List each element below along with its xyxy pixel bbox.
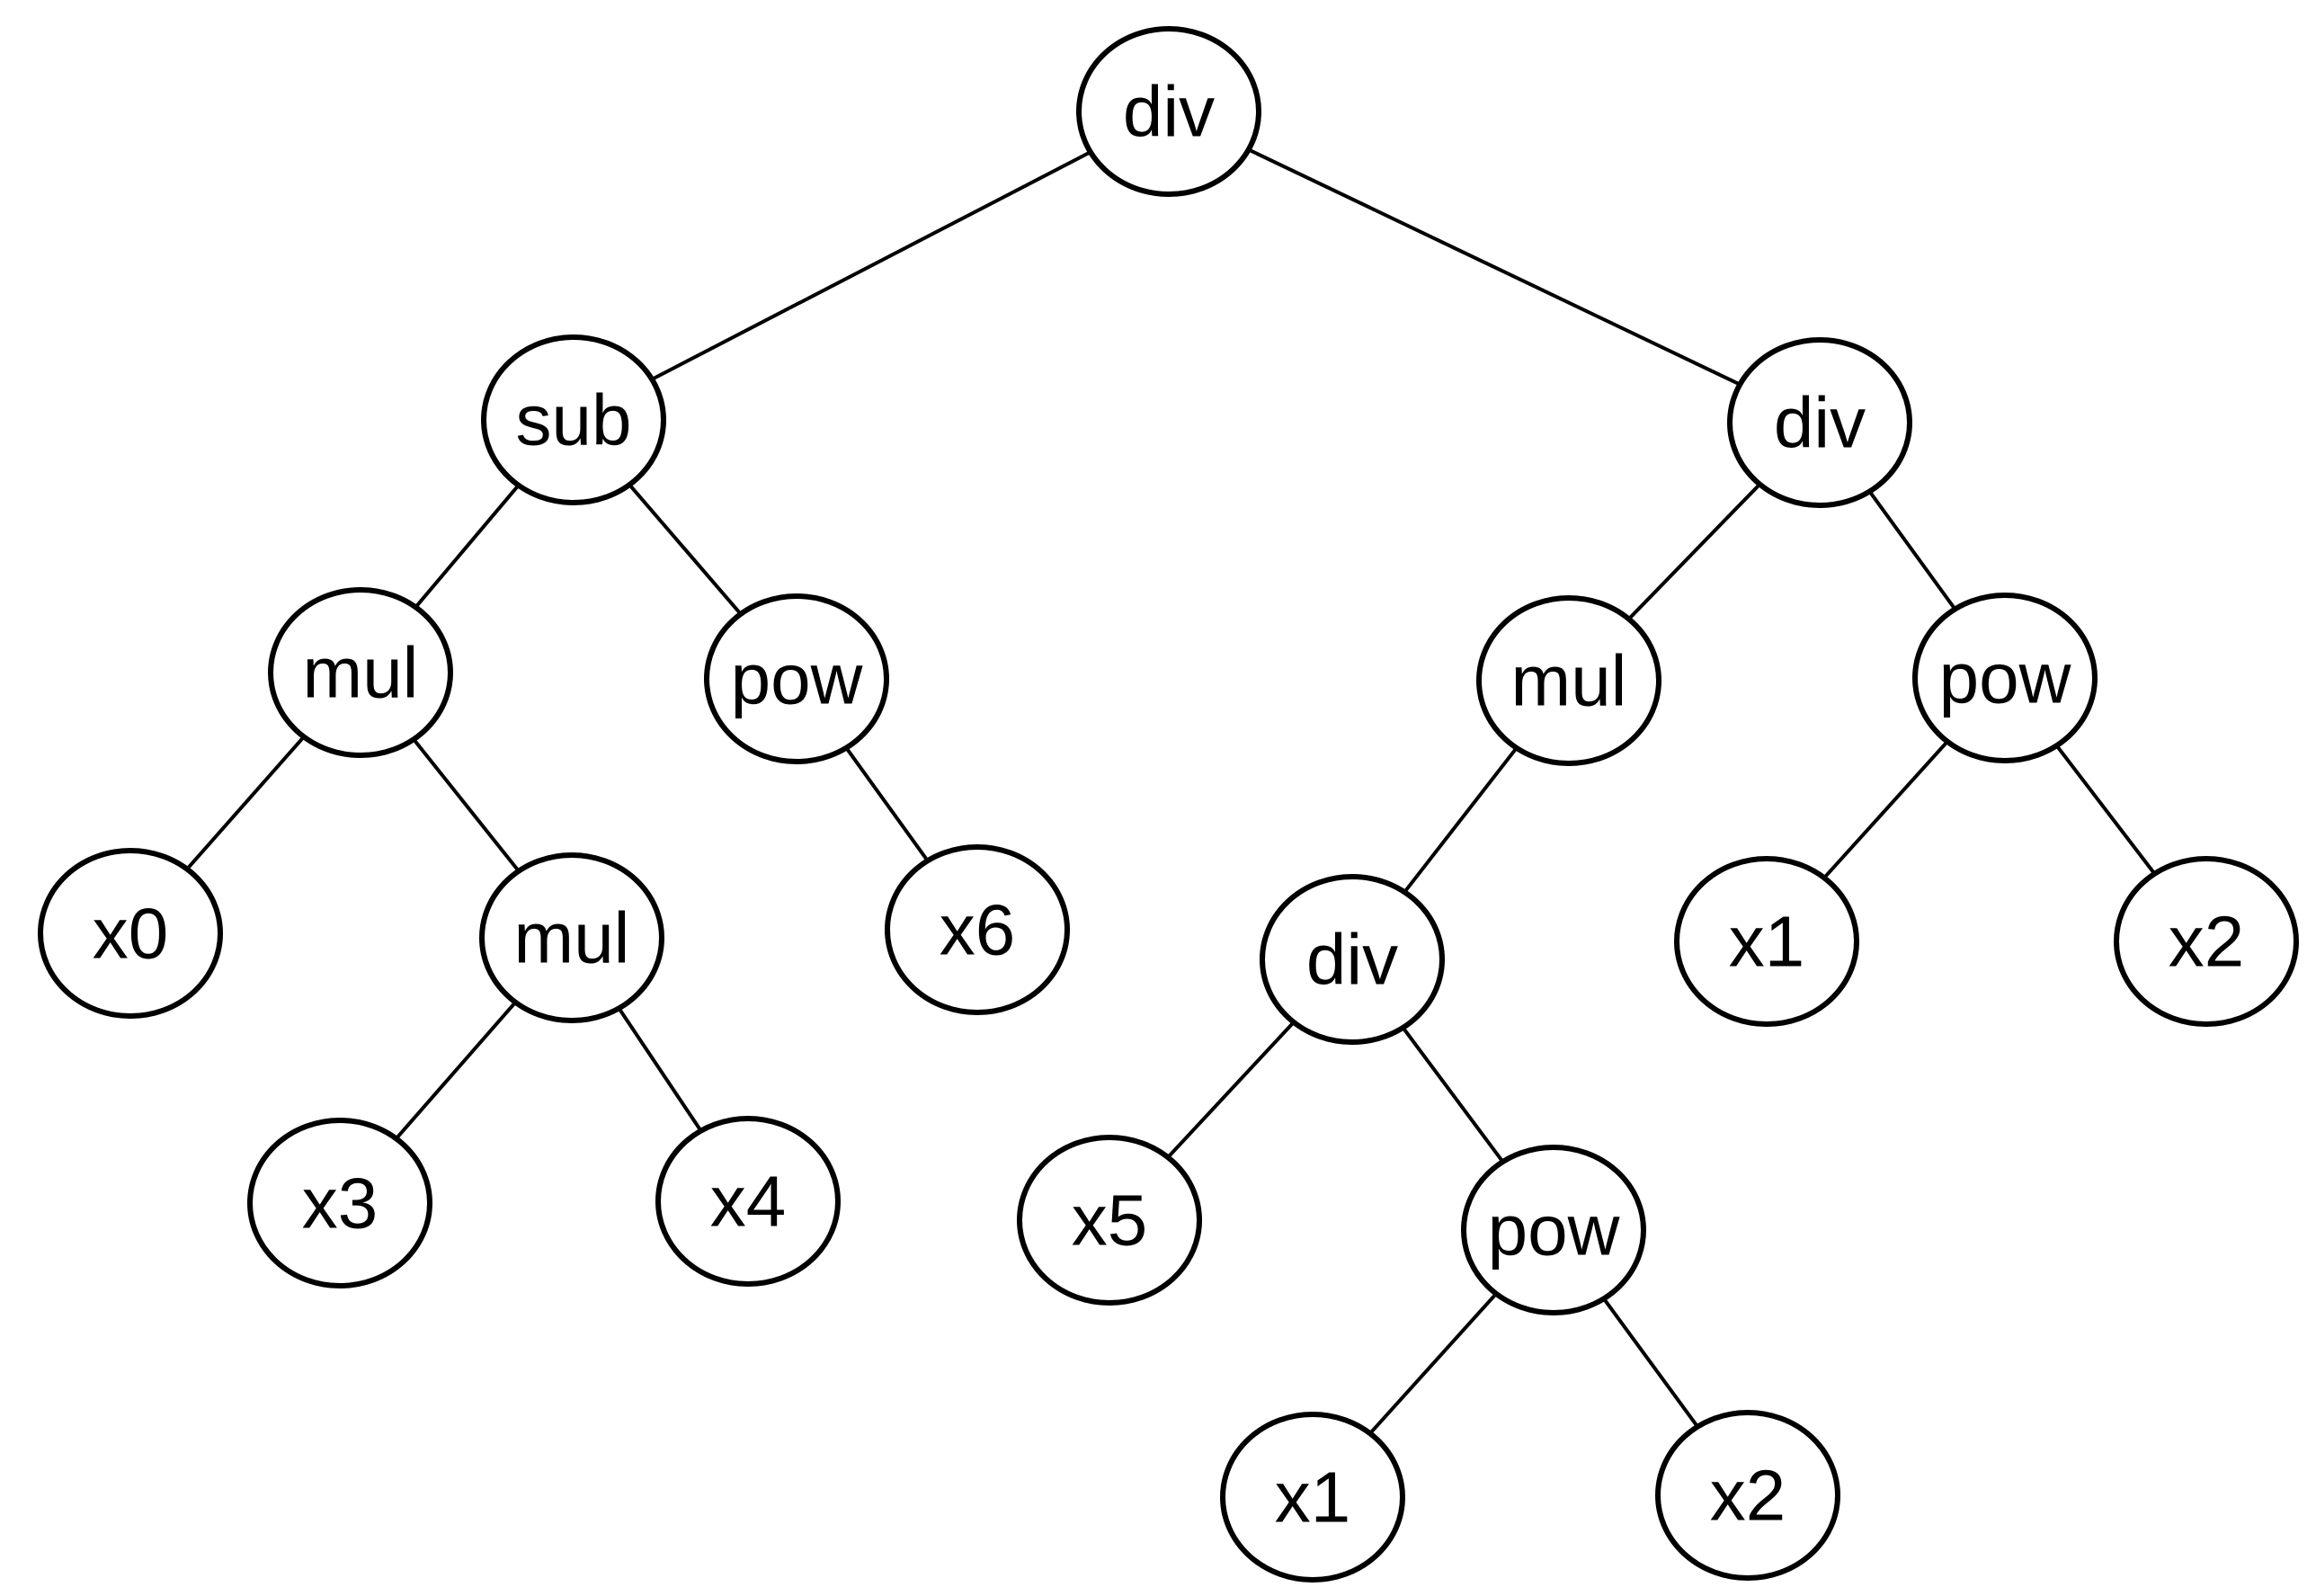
tree-edge	[1401, 1026, 1505, 1164]
node-ellipse	[1674, 856, 1859, 1027]
node-label: x1	[1729, 902, 1805, 982]
tree-node: pow	[704, 593, 889, 764]
node-label: x6	[940, 890, 1016, 970]
node-label: x5	[1072, 1181, 1148, 1261]
tree-node: x2	[2114, 856, 2299, 1027]
tree-edge	[617, 1007, 703, 1132]
tree-edge	[1403, 746, 1519, 894]
tree-node: sub	[481, 334, 666, 505]
node-ellipse	[655, 1116, 841, 1287]
tree-edge	[2054, 745, 2157, 875]
node-label: div	[1774, 383, 1866, 463]
node-ellipse	[1655, 1410, 1840, 1581]
tree-edge	[1627, 483, 1761, 620]
tree-node: x6	[885, 844, 1070, 1015]
node-label: mul	[303, 633, 419, 713]
tree-node: x1	[1220, 1412, 1405, 1583]
node-label: div	[1123, 72, 1215, 152]
node-label: mul	[514, 898, 630, 978]
node-label: x1	[1275, 1458, 1351, 1538]
tree-node: x4	[655, 1116, 841, 1287]
node-label: mul	[1511, 641, 1627, 721]
tree-nodes: div sub div mul pow x0 mul x6 x3 x4 mul pow div x1 x2 x…	[38, 26, 2299, 1583]
tree-edge	[412, 737, 521, 873]
tree-node: x0	[38, 848, 223, 1019]
tree-node: div	[1076, 26, 1261, 197]
tree-node: x5	[1017, 1135, 1202, 1306]
node-label: pow	[731, 639, 863, 719]
node-ellipse	[247, 1118, 432, 1288]
node-label: x0	[93, 894, 169, 974]
node-ellipse	[1727, 337, 1912, 508]
node-label: sub	[516, 380, 632, 460]
node-ellipse	[38, 848, 223, 1019]
tree-node: x2	[1655, 1410, 1840, 1581]
tree-node: mul	[1476, 595, 1661, 766]
tree-edge	[1247, 147, 1741, 387]
tree-edge	[651, 150, 1091, 381]
node-ellipse	[481, 334, 666, 505]
node-ellipse	[1461, 1145, 1646, 1315]
tree-edge	[1867, 490, 1957, 611]
tree-edge	[1368, 1292, 1498, 1435]
node-label: pow	[1939, 638, 2071, 718]
tree-edge	[395, 1001, 517, 1140]
node-label: x2	[2169, 902, 2245, 982]
node-ellipse	[885, 844, 1070, 1015]
tree-node: pow	[1912, 593, 2098, 763]
node-label: x4	[710, 1162, 787, 1242]
tree-node: mul	[479, 852, 664, 1023]
node-label: x2	[1710, 1456, 1786, 1536]
tree-node: div	[1260, 874, 1445, 1045]
tree-edge	[628, 483, 743, 616]
tree-edge	[185, 736, 306, 870]
node-ellipse	[704, 593, 889, 764]
tree-edges	[185, 147, 2157, 1435]
tree-edge	[844, 746, 930, 862]
tree-edge	[1822, 740, 1949, 879]
tree-node: x1	[1674, 856, 1859, 1027]
tree-node: pow	[1461, 1145, 1646, 1315]
tree-edge	[1602, 1297, 1699, 1428]
tree-node: div	[1727, 337, 1912, 508]
node-ellipse	[1017, 1135, 1202, 1306]
tree-edge	[1166, 1021, 1296, 1159]
node-label: div	[1306, 920, 1398, 1000]
tree-edge	[414, 484, 521, 609]
node-ellipse	[1076, 26, 1261, 197]
node-ellipse	[1912, 593, 2098, 763]
node-ellipse	[1476, 595, 1661, 766]
tree-node: x3	[247, 1118, 432, 1288]
node-ellipse	[1220, 1412, 1405, 1583]
node-ellipse	[479, 852, 664, 1023]
node-label: pow	[1488, 1190, 1620, 1271]
node-ellipse	[2114, 856, 2299, 1027]
node-ellipse	[1260, 874, 1445, 1045]
tree-node: mul	[268, 587, 453, 758]
node-label: x3	[302, 1164, 379, 1244]
node-ellipse	[268, 587, 453, 758]
